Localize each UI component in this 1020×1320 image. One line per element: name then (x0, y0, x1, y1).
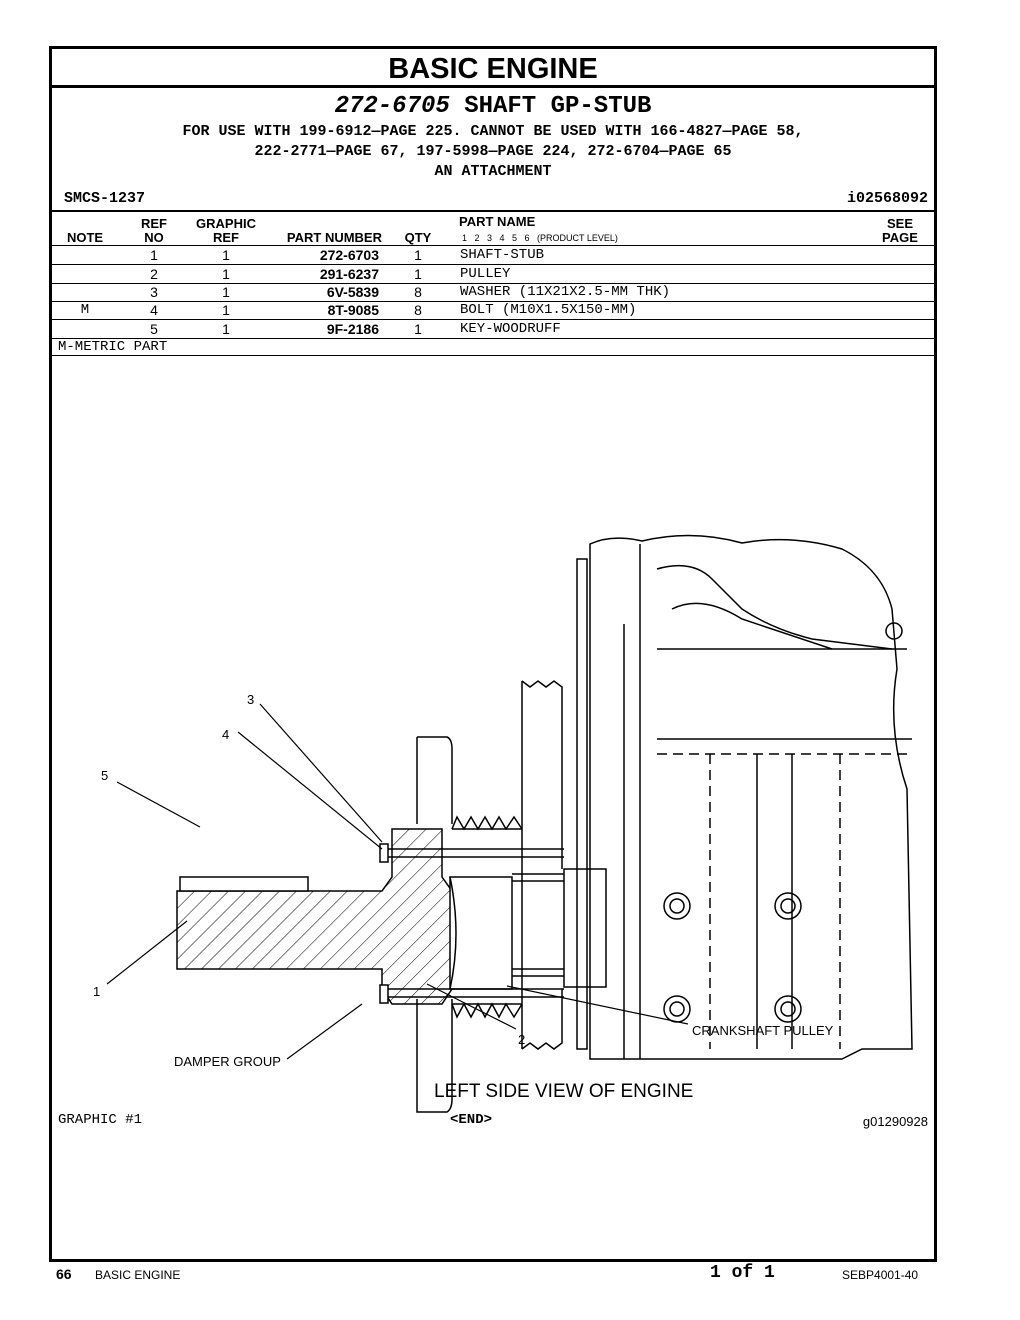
table-header-rule (52, 245, 934, 246)
row-part-name: WASHER (11X21X2.5-MM THK) (460, 284, 671, 300)
view-title: LEFT SIDE VIEW OF ENGINE (434, 1081, 694, 1102)
row-ref: 5 (150, 321, 158, 337)
group-title: 272-6705 SHAFT GP-STUB (52, 93, 934, 120)
row-rule (52, 301, 934, 302)
row-rule (52, 283, 934, 284)
callout-4: 4 (222, 727, 230, 742)
table-top-rule (52, 210, 934, 212)
row-qty: 1 (414, 321, 422, 337)
row-graphic: 1 (222, 321, 230, 337)
header-ref-2: NO (144, 230, 164, 245)
callout-2: 2 (518, 1032, 526, 1047)
pulley-grooves (451, 815, 523, 1019)
header-see-2: PAGE (882, 230, 918, 245)
header-qty: QTY (404, 230, 432, 245)
illustration-id: i02568092 (846, 190, 928, 207)
label-crankshaft-pulley: CRANKSHAFT PULLEY (692, 1023, 834, 1038)
row-part-number: 6V-5839 (326, 284, 379, 300)
use-line-1: FOR USE WITH 199-6912—PAGE 225. CANNOT B… (182, 123, 804, 140)
footer-page-of: 1 of 1 (710, 1263, 775, 1283)
header-graphic-2: REF (213, 230, 239, 245)
label-damper-group: DAMPER GROUP (174, 1054, 281, 1069)
row-part-name: SHAFT-STUB (460, 247, 545, 263)
row-part-name: PULLEY (460, 266, 511, 282)
row-qty: 8 (414, 284, 422, 300)
engine-block-outline (563, 534, 913, 1060)
header-ref-1: REF (141, 216, 167, 231)
header-part-number: PART NUMBER (286, 230, 382, 245)
row-rule (52, 319, 934, 320)
stub-shaft (176, 828, 513, 1005)
note-legend: M-METRIC PART (58, 339, 168, 355)
callout-1: 1 (93, 984, 101, 999)
row-rule (52, 264, 934, 265)
row-ref: 3 (150, 284, 158, 300)
footer-section: BASIC ENGINE (95, 1268, 181, 1282)
row-ref: 4 (150, 302, 158, 318)
graphic-label: GRAPHIC #1 (58, 1112, 143, 1128)
row-ref: 2 (150, 266, 158, 282)
row-part-name: KEY-WOODRUFF (460, 321, 561, 337)
row-graphic: 1 (222, 284, 230, 300)
header-note: NOTE (66, 230, 104, 245)
row-graphic: 1 (222, 247, 230, 263)
leader-lines (106, 703, 689, 1060)
group-name: SHAFT GP-STUB (464, 93, 652, 120)
row-part-name: BOLT (M10X1.5X150-MM) (460, 302, 637, 318)
group-number: 272-6705 (334, 93, 450, 120)
header-part-name: PART NAME (459, 214, 536, 229)
callout-3: 3 (247, 692, 255, 707)
row-qty: 8 (414, 302, 422, 318)
note-rule (52, 355, 934, 356)
row-ref: 1 (150, 247, 158, 263)
use-line-2: 222-2771—PAGE 67, 197-5998—PAGE 224, 272… (254, 143, 732, 160)
row-part-number: 291-6237 (319, 266, 379, 282)
end-marker: <END> (450, 1112, 493, 1128)
row-note: M (80, 302, 90, 318)
engine-diagram (106, 534, 913, 1113)
header-graphic-1: GRAPHIC (196, 216, 256, 231)
row-qty: 1 (414, 247, 422, 263)
row-part-number: 272-6703 (319, 247, 379, 263)
callout-5: 5 (101, 768, 109, 783)
footer-page-number: 66 (56, 1266, 72, 1282)
page-frame: BASIC ENGINE 272-6705 SHAFT GP-STUB FOR … (49, 46, 937, 1262)
row-graphic: 1 (222, 302, 230, 318)
bolts (379, 843, 564, 1004)
row-graphic: 1 (222, 266, 230, 282)
row-qty: 1 (414, 266, 422, 282)
row-part-number: 9F-2186 (326, 321, 379, 337)
footer-doc-id: SEBP4001-40 (842, 1268, 919, 1282)
graphic-id: g01290928 (862, 1114, 928, 1129)
row-rule (52, 338, 934, 339)
use-line-3: AN ATTACHMENT (434, 163, 552, 180)
row-part-number: 8T-9085 (327, 302, 379, 318)
header-see-1: SEE (886, 216, 913, 231)
header-product-level: 1 2 3 4 5 6 (PRODUCT LEVEL) (462, 233, 618, 243)
damper-group-outline (416, 736, 453, 1113)
crankshaft-pulley (521, 680, 563, 1050)
smcs-code: SMCS-1237 (64, 190, 146, 207)
section-title: BASIC ENGINE (52, 49, 934, 88)
